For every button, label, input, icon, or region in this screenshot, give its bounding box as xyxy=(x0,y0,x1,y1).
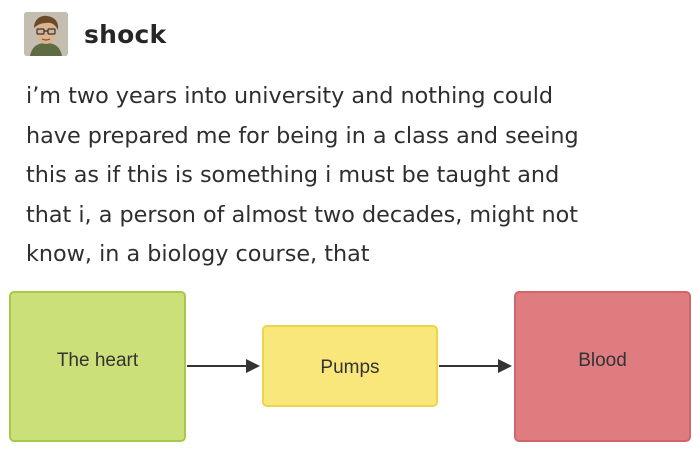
node-blood: Blood xyxy=(514,291,691,442)
node-label: Pumps xyxy=(320,357,380,378)
post-header: shock xyxy=(24,12,166,56)
node-label: The heart xyxy=(56,349,139,371)
post-text-line: have prepared me for being in a class an… xyxy=(26,122,579,149)
flow-diagram: The heart Pumps Blood xyxy=(0,288,700,453)
post-text: i’m two years into university and nothin… xyxy=(26,77,686,275)
arrow-heart-to-pumps xyxy=(187,359,260,373)
avatar[interactable] xyxy=(24,12,68,56)
node-pumps: Pumps xyxy=(262,325,438,407)
node-the-heart: The heart xyxy=(9,291,186,442)
post-text-line: that i, a person of almost two decades, … xyxy=(26,201,578,228)
avatar-portrait-icon xyxy=(24,12,68,56)
node-label: Blood xyxy=(578,349,627,371)
arrow-pumps-to-blood xyxy=(439,359,512,373)
username[interactable]: shock xyxy=(84,19,167,49)
post-text-line: know, in a biology course, that xyxy=(26,241,370,267)
post-text-line: this as if this is something i must be t… xyxy=(26,162,560,188)
post-text-line: i’m two years into university and nothin… xyxy=(26,83,554,109)
diagram-arrows xyxy=(187,359,512,373)
